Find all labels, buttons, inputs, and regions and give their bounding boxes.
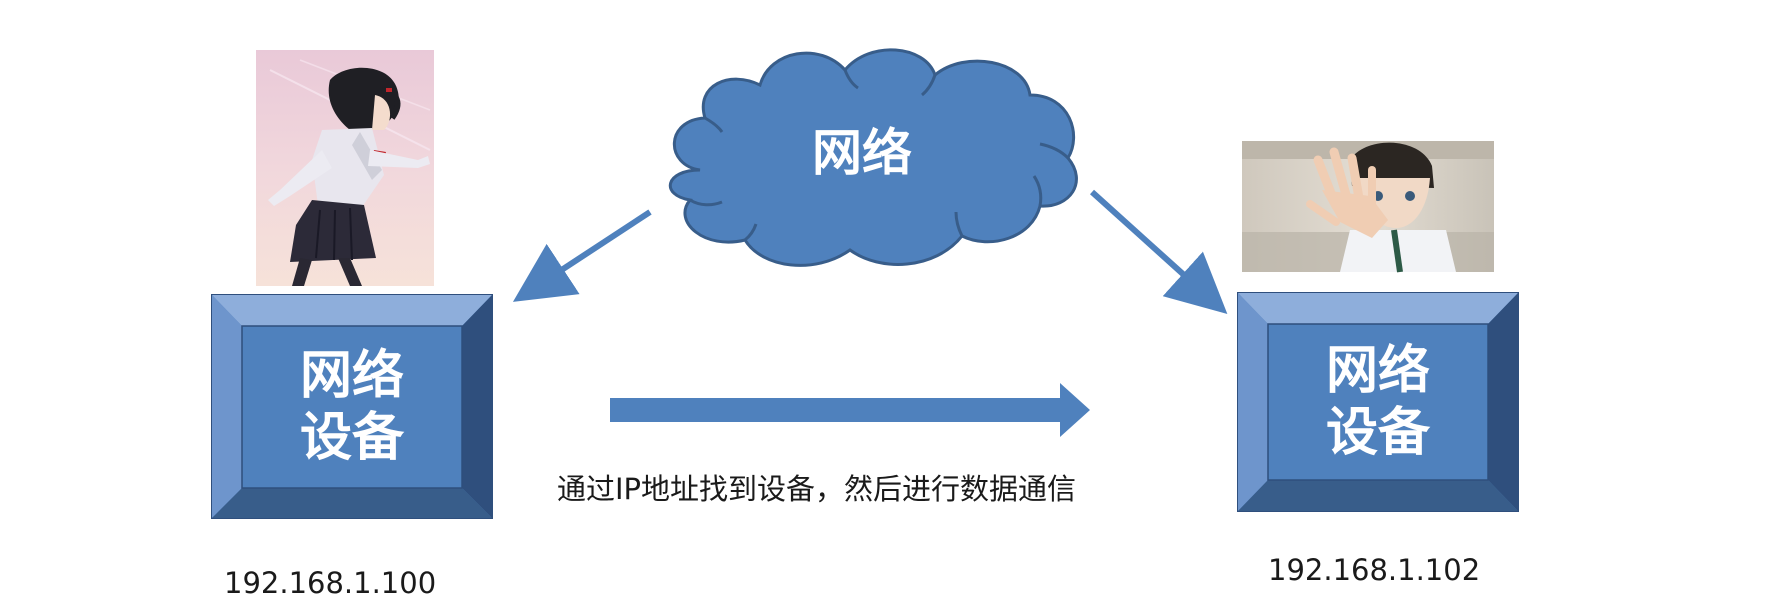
cloud-shape <box>668 48 1078 267</box>
arrow-cloud-to-right-device <box>1089 189 1228 315</box>
arrow-cloud-to-left-device <box>512 209 652 302</box>
network-cloud: 网络 <box>668 48 1078 267</box>
right-network-device: 网络 设备 <box>1237 292 1519 512</box>
communication-caption: 通过IP地址找到设备，然后进行数据通信 <box>557 472 1077 506</box>
girl-illustration <box>256 50 434 286</box>
left-device-label-line1: 网络 <box>300 346 404 406</box>
left-device-ip: 192.168.1.100 <box>224 566 437 600</box>
left-network-device: 网络 设备 <box>211 294 493 519</box>
left-device-label-line2: 设备 <box>300 408 405 468</box>
boy-illustration <box>1242 141 1494 273</box>
right-device-label-line2: 设备 <box>1326 403 1431 463</box>
communication-arrow <box>610 383 1090 437</box>
right-device-label-line1: 网络 <box>1326 341 1430 401</box>
cloud-label: 网络 <box>812 124 912 182</box>
right-device-ip: 192.168.1.102 <box>1268 553 1481 587</box>
